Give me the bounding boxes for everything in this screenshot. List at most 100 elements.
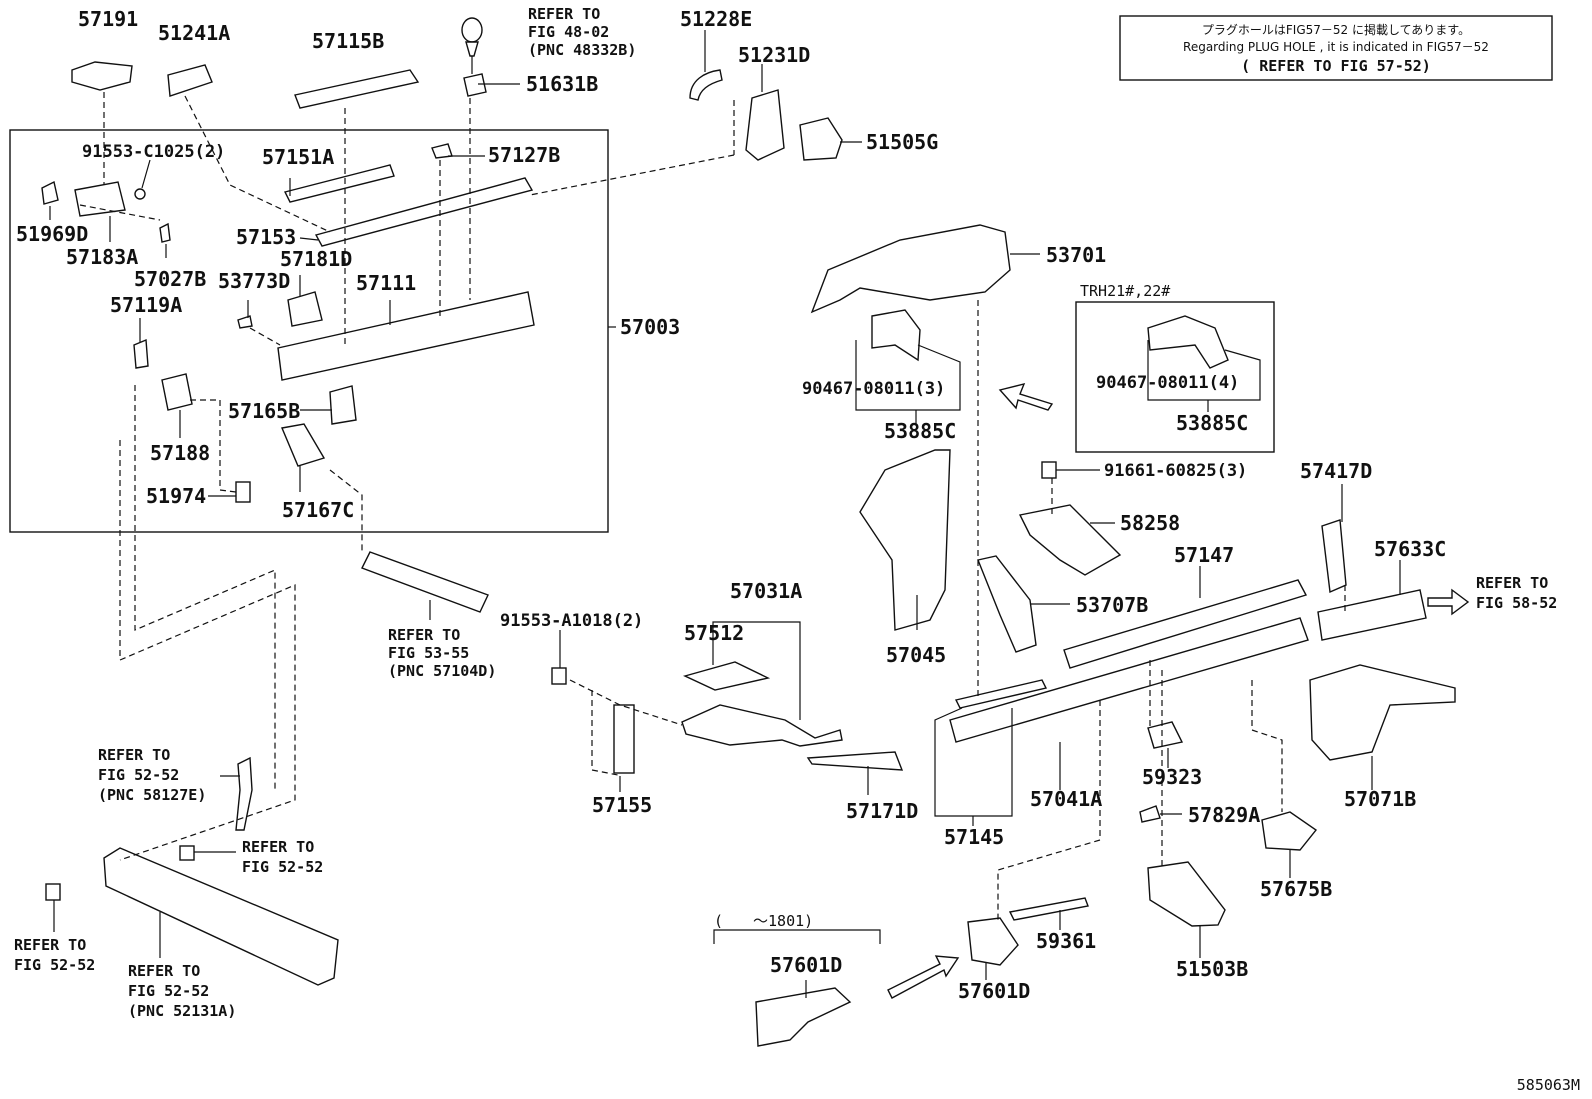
part-51631b-shape [463,73,487,97]
part-57031a-shape [681,704,843,747]
part-57633c-shape [1317,589,1427,641]
arrow-refer-58-52 [1427,588,1470,616]
refer-52-52-d: REFER TO FIG 52-52 (PNC 52131A) [128,962,236,1020]
dash-57601d [997,700,1101,920]
part-57675b-shape [1261,811,1318,851]
svg-text:REFER TO: REFER TO [98,746,170,764]
part-57417d-shape [1321,519,1347,594]
refer-52-52-c: REFER TO FIG 52-52 [14,936,95,974]
note-line-2: Regarding PLUG HOLE , it is indicated in… [1183,40,1489,54]
svg-text:(PNC 58127E): (PNC 58127E) [98,786,206,804]
part-51503b-shape [1147,861,1226,927]
label-51503b: 51503B [1176,957,1248,981]
label-53701: 53701 [1046,243,1106,267]
svg-text:(PNC 57104D): (PNC 57104D) [388,662,496,680]
label-57119a: 57119A [110,293,182,317]
trh-variant-box [1075,301,1275,453]
label-57167c: 57167C [282,498,354,522]
label-53885c-a: 53885C [884,419,956,443]
lead-57153 [299,237,319,241]
dash-57167c [329,469,363,552]
part-57153-shape [314,177,534,247]
label-57045: 57045 [886,643,946,667]
part-53707b-shape [977,555,1037,653]
part-57041a-shape [949,617,1309,743]
dash-51241a [184,95,331,233]
part-53885c-left-shape [871,309,921,362]
part-shapes [41,17,1456,1047]
svg-text:FIG 52-52: FIG 52-52 [242,858,323,876]
part-51974-shape [235,481,251,503]
label-57601d-a: 57601D [770,953,842,977]
label-57111: 57111 [356,271,416,295]
label-57071b: 57071B [1344,787,1416,811]
arrow-to-53885c [998,382,1054,411]
label-57675b: 57675B [1260,877,1332,901]
part-51228e-shape [689,69,723,101]
label-57183a: 57183A [66,245,138,269]
plate-57104d-shape [361,551,489,613]
part-57155-shape [613,704,635,774]
svg-text:FIG 53-55: FIG 53-55 [388,644,469,662]
refer-52-52-b: REFER TO FIG 52-52 [242,838,323,876]
bolt-52-52-c-shape [45,883,61,901]
label-51505g: 51505G [866,130,938,154]
label-57027b: 57027B [134,267,206,291]
svg-text:FIG 58-52: FIG 58-52 [1476,594,1557,612]
label-91661: 91661-60825(3) [1104,461,1247,481]
part-57183a-shape [74,181,126,217]
bolt-91661-shape [1041,461,1057,479]
dash-57183a [79,204,161,221]
label-57031a: 57031A [730,579,802,603]
part-57115b-shape [294,69,420,109]
bracket-date-range [713,929,881,944]
assembly-57003-box [9,129,609,533]
label-51974: 51974 [146,484,206,508]
label-59361: 59361 [1036,929,1096,953]
part-57045-shape [859,449,951,631]
dash-53773d [249,327,281,346]
bracket-57031a [712,621,801,720]
part-59361-shape [1008,897,1089,921]
part-57191-shape [71,61,133,91]
label-90467-3: 90467-08011(3) [802,379,945,399]
bracket-90467-4 [1147,340,1261,401]
part-labels: 57191 51241A 57115B 51631B 51228E 51231D… [16,7,1446,1003]
svg-text:(PNC 48332B): (PNC 48332B) [528,41,636,59]
label-91553-a1018: 91553-A1018(2) [500,611,643,631]
part-57601d-right-shape [967,917,1019,966]
label-57153: 57153 [236,225,296,249]
refer-callouts: REFER TO FIG 48-02 (PNC 48332B) REFER TO… [14,5,1557,1020]
svg-text:(PNC 52131A): (PNC 52131A) [128,1002,236,1020]
label-53773d: 53773D [218,269,290,293]
dash-bumper-left [119,440,296,861]
part-57829a-shape [1139,805,1161,823]
label-57171d: 57171D [846,799,918,823]
label-57829a: 57829A [1188,803,1260,827]
refer-53-55: REFER TO FIG 53-55 (PNC 57104D) [388,626,496,680]
lead-91553-c1025 [141,159,151,189]
part-57188-shape [161,373,193,411]
part-57181d-shape [287,291,323,327]
plug-hole-note: プラグホールはFIG57－52 に掲載してあります。 Regarding PLU… [1119,15,1553,81]
part-53701-shape [810,224,1011,314]
label-57003: 57003 [620,315,680,339]
part-57512-shape [682,661,771,691]
label-57191: 57191 [78,7,138,31]
label-51631b: 51631B [526,72,598,96]
bolt-91553-c1025-shape [134,188,146,200]
part-51231d-shape [745,89,785,161]
label-53707b: 53707B [1076,593,1148,617]
part-59323-shape [1147,721,1184,749]
part-57119a-shape [133,338,149,369]
bracket-57145 [934,707,1013,817]
svg-text:FIG 52-52: FIG 52-52 [98,766,179,784]
direction-arrows [887,382,1470,999]
svg-text:REFER TO: REFER TO [242,838,314,856]
part-57167c-shape [281,423,326,467]
bumper-reinforcement-shape [103,847,339,986]
dash-57155b [591,690,619,776]
grommet-stem-shape [465,41,479,57]
